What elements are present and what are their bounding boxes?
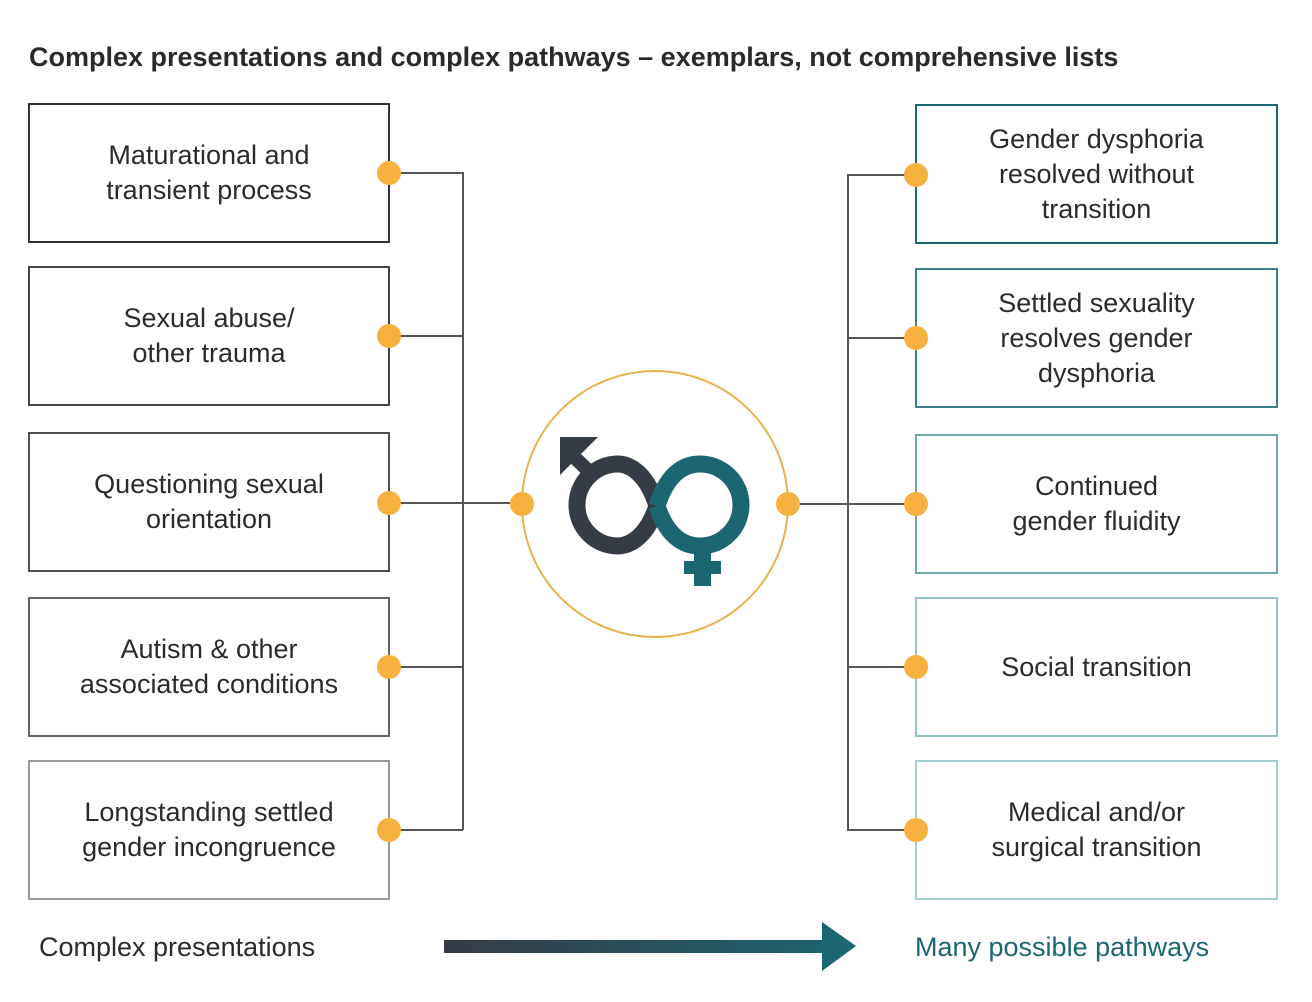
footer-left-label: Complex presentations: [39, 932, 316, 962]
center-right-dot: [776, 492, 800, 516]
pathway-dot-4: [904, 655, 928, 679]
pathway-dot-3: [904, 492, 928, 516]
right-connector-5: [847, 829, 916, 831]
presentation-box-autism: Autism & other associated conditions: [28, 597, 390, 737]
presentation-box-maturational: Maturational and transient process: [28, 103, 390, 243]
presentation-dot-4: [377, 655, 401, 679]
presentation-box-gender-incongruence: Longstanding settled gender incongruence: [28, 760, 390, 900]
pathway-dot-5: [904, 818, 928, 842]
pathway-box-settled-sexuality: Settled sexuality resolves gender dyspho…: [915, 268, 1278, 408]
presentation-box-sexual-orientation: Questioning sexual orientation: [28, 432, 390, 572]
right-connector-1: [847, 174, 916, 176]
gender-fluidity-symbol-icon: [560, 437, 750, 586]
pathway-box-social-transition: Social transition: [915, 597, 1278, 737]
diagram-title: Complex presentations and complex pathwa…: [29, 42, 1119, 72]
footer-right-label: Many possible pathways: [915, 932, 1210, 962]
pathway-box-fluidity: Continued gender fluidity: [915, 434, 1278, 574]
arrow-head-icon: [822, 922, 856, 971]
right-connector-vertical: [847, 174, 849, 830]
left-connector-4: [389, 666, 463, 668]
right-connector-3: [788, 503, 916, 505]
left-connector-vertical: [462, 172, 464, 830]
presentation-dot-1: [377, 161, 401, 185]
left-connector-5: [389, 829, 463, 831]
right-connector-4: [847, 666, 916, 668]
left-connector-2: [389, 335, 463, 337]
presentation-dot-3: [377, 491, 401, 515]
right-connector-2: [847, 337, 916, 339]
pathway-dot-2: [904, 326, 928, 350]
presentation-dot-2: [377, 324, 401, 348]
pathway-dot-1: [904, 163, 928, 187]
left-connector-3: [389, 502, 522, 504]
center-left-dot: [510, 492, 534, 516]
presentation-dot-5: [377, 818, 401, 842]
pathway-box-medical-transition: Medical and/or surgical transition: [915, 760, 1278, 900]
left-connector-1: [389, 172, 463, 174]
arrow-shaft: [444, 940, 828, 953]
